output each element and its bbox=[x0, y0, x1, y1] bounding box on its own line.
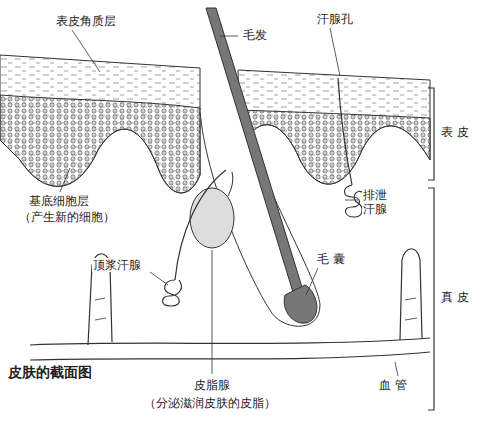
part-label: 顶浆汗腺 bbox=[92, 258, 142, 272]
part-label: 真 皮 bbox=[440, 290, 470, 304]
part-label: 表 皮 bbox=[440, 125, 470, 139]
diagram-title: 皮肤的截面图 bbox=[8, 364, 92, 382]
part-label: 基底细胞层 bbox=[28, 194, 90, 208]
part-label: 皮脂腺 bbox=[193, 378, 231, 392]
part-label: 血 管 bbox=[378, 378, 408, 392]
part-label: 汗腺孔 bbox=[316, 12, 354, 26]
part-label: （产生新的细胞） bbox=[18, 210, 116, 224]
part-label: （分泌滋润皮肤的皮脂） bbox=[143, 396, 277, 410]
part-label: 表皮角质层 bbox=[55, 14, 117, 28]
part-label: 毛 囊 bbox=[316, 252, 346, 266]
part-label: 排泄 汗腺 bbox=[362, 188, 389, 217]
part-label: 毛发 bbox=[242, 28, 268, 42]
